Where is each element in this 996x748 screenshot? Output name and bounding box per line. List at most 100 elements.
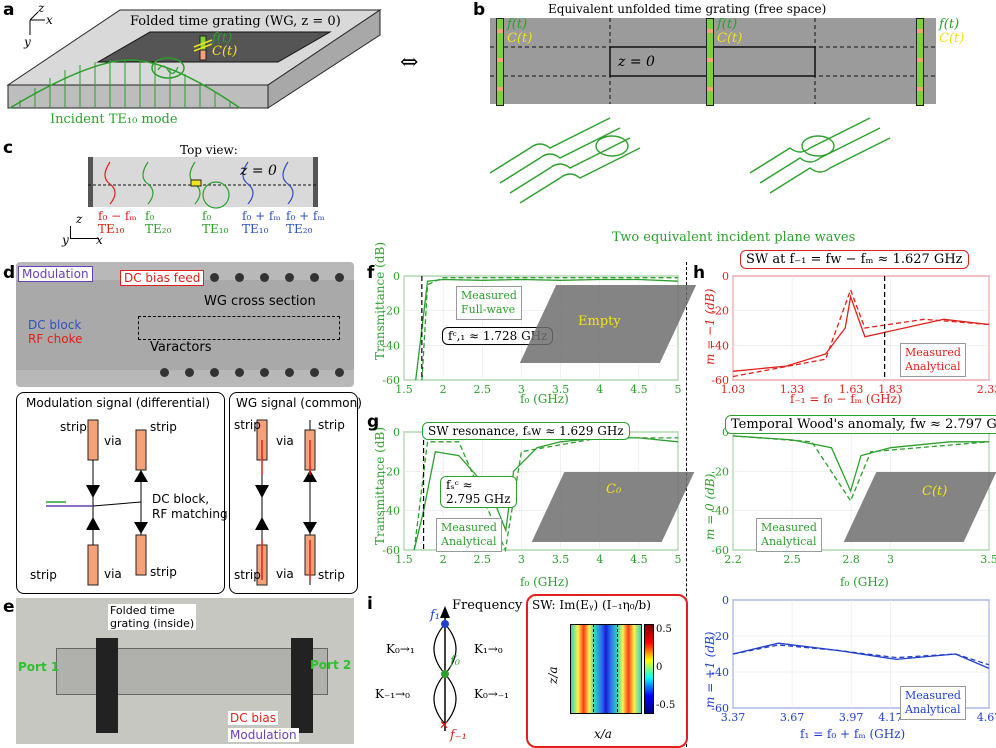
d-rf-matching: RF matching: [152, 507, 228, 521]
f-xtick-label: 3.5: [552, 383, 570, 396]
d-dcblock-label: DC block: [28, 318, 82, 332]
d-strip-4: strip: [150, 565, 177, 579]
h-top-xtick-label: 1.83: [878, 383, 903, 396]
c-label-4-m: TE₂₀: [286, 222, 313, 236]
d-strip-8: strip: [318, 568, 345, 582]
a-ft: f(t): [212, 31, 233, 46]
h-top-xtick-label: 1.33: [780, 383, 805, 396]
b-ct-label: C(t): [507, 31, 533, 46]
d-dcblock-rf: DC block,: [152, 492, 210, 506]
b-ft-label: f(t): [507, 17, 528, 32]
i-ylabel: z/a: [546, 666, 560, 684]
i-k0m1: K₀→₋₁: [474, 687, 509, 701]
d-board-plate: [16, 280, 354, 370]
f-legend-0: Measured: [461, 289, 517, 302]
f-xtick-label: 2.5: [474, 383, 492, 396]
g-xtick-label: 4: [596, 553, 603, 566]
i-sw-title: SW: Im(Eᵧ) (I₋₁η₀/b): [532, 598, 651, 612]
e-folded-line1: Folded time: [110, 604, 175, 617]
g-sw-box: SW resonance, fₛᴡ ≈ 1.629 GHz: [422, 422, 630, 440]
c-label-0-f: f₀ − fₘ: [98, 209, 137, 223]
i-f0: f₀: [450, 654, 461, 669]
g-ytick-label: -20: [382, 465, 400, 478]
f-xtick-label: 5: [675, 383, 682, 396]
f-ylabel: Transmittance (dB): [373, 241, 387, 360]
h-bot-ytick-label: 0: [722, 594, 729, 607]
panel-label-d: d: [3, 263, 16, 283]
h-top-ylabel: m = −1 (dB): [703, 288, 717, 365]
c-title: Top view:: [180, 143, 238, 157]
g-xtick-label: 2: [440, 553, 447, 566]
e-clamp-left: [96, 638, 118, 733]
g-xtick-label: 1.5: [395, 553, 413, 566]
h-mid-xtick-label: 2.8: [842, 553, 860, 566]
h-top-legend-0: Measured: [905, 346, 961, 359]
h-mid-legend-1: Analytical: [761, 535, 817, 548]
h-mid-xtick-label: 3.5: [980, 553, 996, 566]
g-fsc-line2: 2.795 GHz: [446, 492, 511, 506]
h-mid-series-analytical: [732, 435, 990, 503]
h-mid-xtick-label: 2.2: [724, 553, 742, 566]
f-xtick-label: 3: [518, 383, 525, 396]
f-ytick-label: -40: [382, 339, 400, 352]
i-sw-dash-2: [617, 624, 618, 712]
d-via-4: via: [276, 567, 294, 581]
b-ct-label-mid: C(t): [717, 31, 743, 46]
g-xtick-label: 3.5: [552, 553, 570, 566]
panel-label-c: c: [3, 138, 14, 158]
i-k01: K₀→₁: [386, 642, 415, 656]
h-bot-series-measured: [732, 642, 990, 669]
f-fc-box: fᶜ,₁ ≈ 1.728 GHz: [442, 327, 554, 345]
d-wg-signal-box: [229, 392, 358, 594]
d-holes: [150, 268, 350, 383]
g-ylabel: Transmittance (dB): [373, 426, 387, 545]
f-series-measured: [415, 278, 679, 381]
d-strip-5: strip: [234, 418, 261, 432]
h-mid-xtick-label: 3: [887, 553, 894, 566]
c-label-3-f: f₀ + fₘ: [242, 209, 281, 223]
f-ytick-label: -20: [382, 305, 400, 318]
c-axis-glyph: [70, 226, 99, 239]
d-board-photo: [16, 262, 354, 387]
a-incident-label: Incident TE₁₀ mode: [50, 112, 178, 127]
b-ft-label-right: f(t): [939, 17, 960, 32]
i-cb-bot: -0.5: [656, 700, 676, 711]
a-title: Folded time grating (WG, z = 0): [130, 14, 341, 29]
d-rfchoke-label: RF choke: [28, 332, 83, 346]
panel-label-g: g: [367, 412, 380, 432]
h-mid-legend-0: Measured: [761, 521, 817, 534]
h-top-legend-1: Analytical: [905, 360, 961, 373]
i-km10: K₋₁→₀: [375, 687, 410, 701]
panel-label-b: b: [473, 0, 486, 20]
h-bot-ytick-label: -60: [711, 702, 729, 715]
h-top-xtick-label: 1.03: [721, 383, 746, 396]
e-port2: Port 2: [310, 658, 352, 672]
g-xtick-label: 3: [518, 553, 525, 566]
h-bot-ytick-label: -20: [711, 630, 729, 643]
panel-label-e: e: [3, 597, 15, 617]
d-strip-7: strip: [234, 568, 261, 582]
g-series-analytical: [413, 437, 678, 553]
g-xtick-label: 5: [675, 553, 682, 566]
e-modulation: Modulation: [228, 728, 299, 742]
equivalence-symbol: ⇔: [400, 50, 419, 75]
panel-label-h: h: [693, 263, 706, 283]
h-bot-legend-0: Measured: [905, 689, 961, 702]
d-strip-6: strip: [318, 418, 345, 432]
axis-z-label: z: [38, 1, 45, 15]
f-legend-1: Full-wave: [461, 303, 516, 316]
h-top-xlabel: f₋₁ = f₀ − fₘ (GHz): [790, 392, 902, 406]
g-legend-0: Measured: [441, 521, 497, 534]
h-mid-box: Temporal Wood's anomaly, fᴡ ≈ 2.797 GHz: [725, 415, 996, 434]
h-top-xtick-label: 1.63: [839, 383, 864, 396]
i-cb-mid: 0: [656, 662, 663, 673]
c-axis-x: x: [96, 233, 103, 247]
c-label-1-m: TE₂₀: [145, 222, 172, 236]
